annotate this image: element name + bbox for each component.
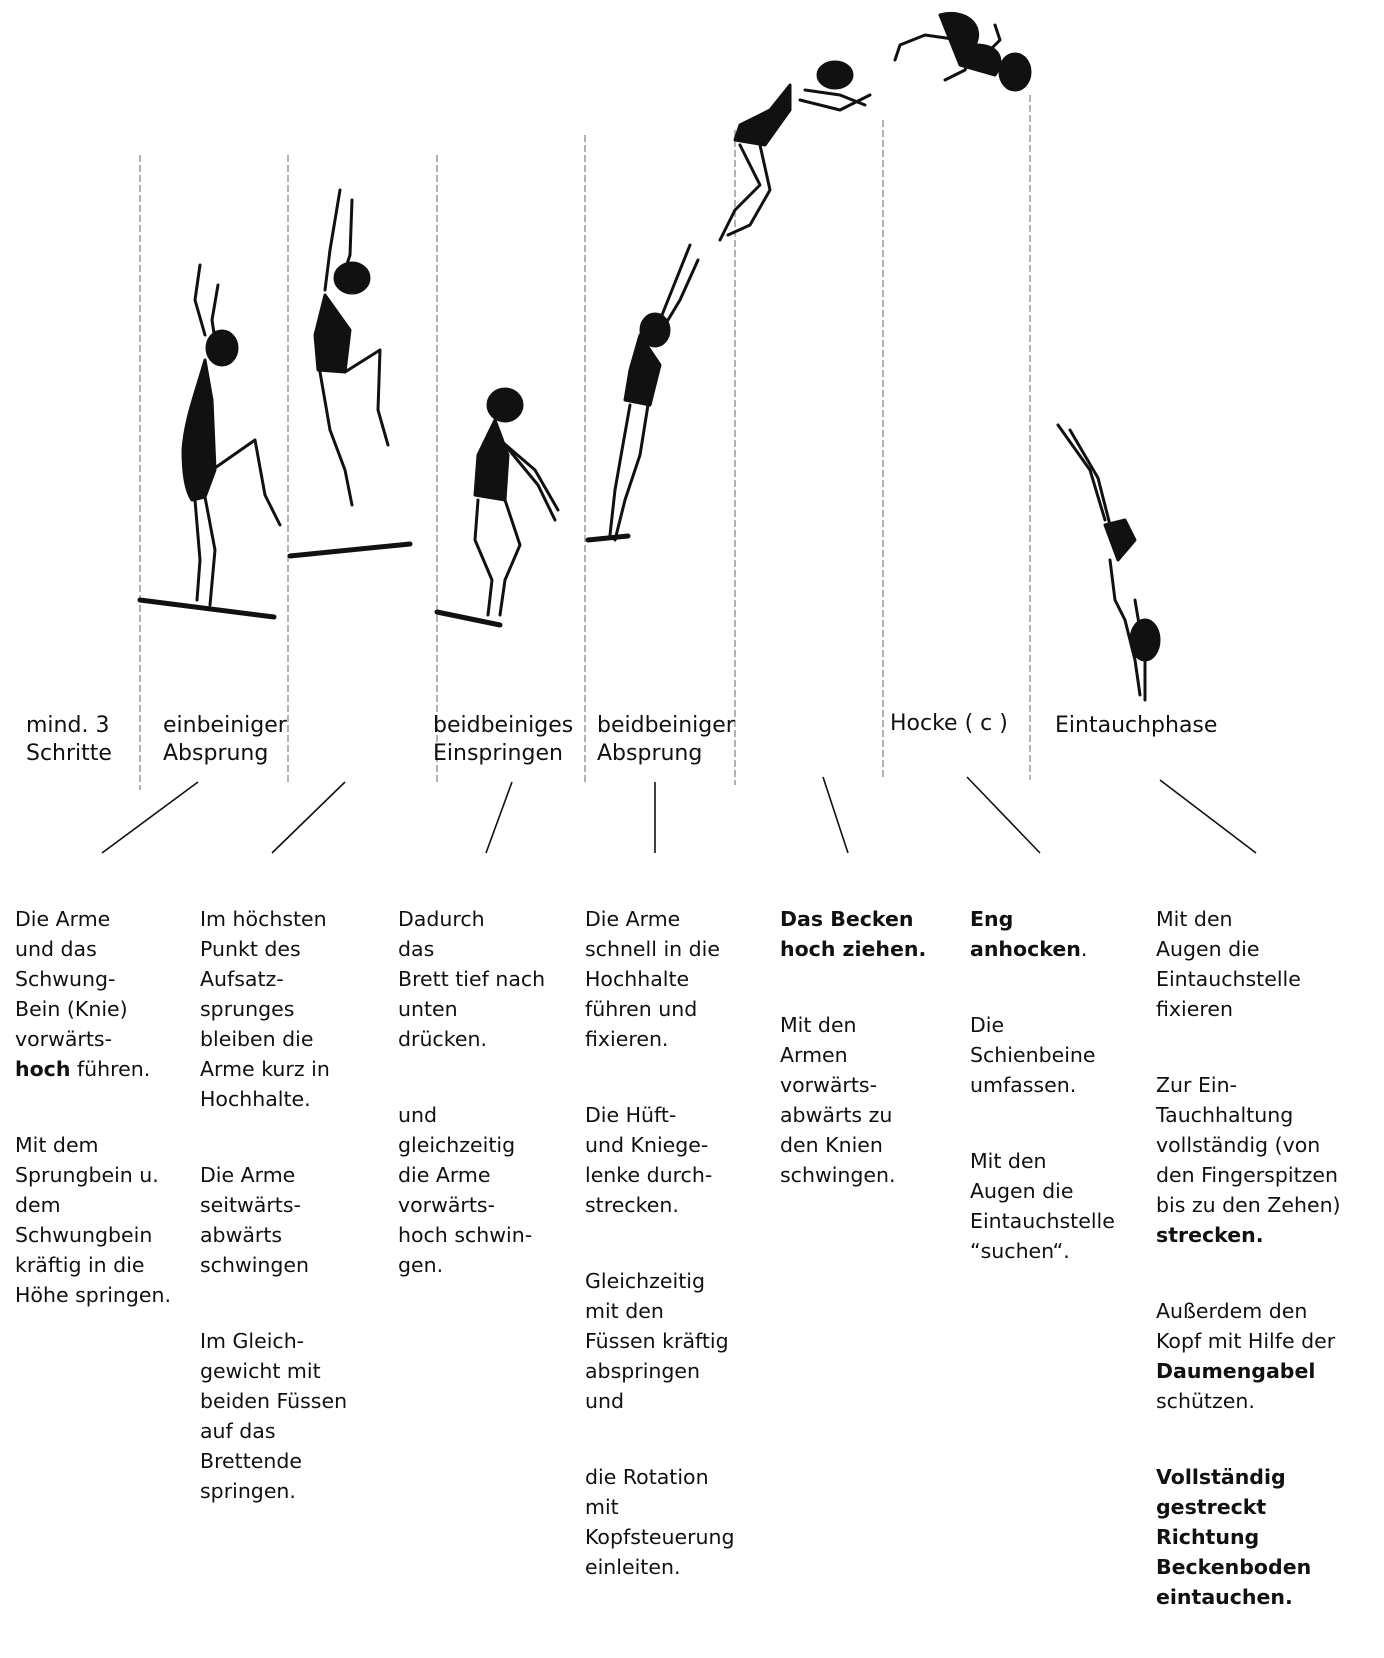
instruction-text-bold: Daumengabel [1156, 1359, 1316, 1383]
instruction-paragraph: Die Schienbeine umfassen. [970, 1010, 1145, 1100]
instruction-text-bold: hoch [15, 1057, 71, 1081]
instruction-paragraph: Dadurch das Brett tief nach unten drücke… [398, 904, 573, 1054]
instruction-paragraph: Mit den Augen die Eintauchstelle fixiere… [1156, 904, 1376, 1024]
instruction-text: Im Gleich- gewicht mit beiden Füssen auf… [200, 1329, 348, 1503]
instruction-text: Die Arme und das Schwung- Bein (Knie) vo… [15, 907, 128, 1051]
instruction-paragraph: Mit dem Sprungbein u. dem Schwungbein kr… [15, 1130, 195, 1310]
instruction-text: Dadurch das Brett tief nach unten drücke… [398, 907, 546, 1051]
instruction-paragraph: Eng anhocken. [970, 904, 1145, 964]
instruction-paragraph: Zur Ein- Tauchhaltung vollständig (von d… [1156, 1070, 1376, 1250]
instruction-paragraph: Im höchsten Punkt des Aufsatz- sprunges … [200, 904, 380, 1114]
instruction-text: Mit dem Sprungbein u. dem Schwungbein kr… [15, 1133, 172, 1307]
instruction-paragraph: und gleichzeitig die Arme vorwärts- hoch… [398, 1100, 573, 1280]
instruction-text-bold: Vollständig gestreckt Richtung Beckenbod… [1156, 1465, 1312, 1609]
instruction-text: schützen. [1156, 1389, 1255, 1413]
connector-lines [101, 776, 1257, 854]
instruction-text: die Rotation mit Kopfsteuerung einleiten… [585, 1465, 735, 1579]
instruction-column-1: Die Arme und das Schwung- Bein (Knie) vo… [15, 874, 195, 1356]
instruction-paragraph: die Rotation mit Kopfsteuerung einleiten… [585, 1462, 765, 1582]
instruction-text: Im höchsten Punkt des Aufsatz- sprunges … [200, 907, 330, 1111]
instruction-text: und gleichzeitig die Arme vorwärts- hoch… [398, 1103, 533, 1277]
instruction-text: . [1080, 937, 1088, 961]
instruction-column-2: Im höchsten Punkt des Aufsatz- sprunges … [200, 874, 380, 1552]
phase-label-anlauf: mind. 3 Schritte [26, 713, 112, 766]
instruction-text: Die Arme seitwärts- abwärts schwingen [200, 1163, 310, 1277]
instruction-paragraph: Vollständig gestreckt Richtung Beckenbod… [1156, 1462, 1376, 1612]
diving-sequence-illustration [101, 12, 1257, 854]
instruction-text: Die Arme schnell in die Hochhalte führen… [585, 907, 720, 1051]
instruction-paragraph: Gleichzeitig mit den Füssen kräftig absp… [585, 1266, 765, 1416]
instruction-text: Gleichzeitig mit den Füssen kräftig absp… [585, 1269, 729, 1413]
instruction-text-bold: strecken. [1156, 1223, 1264, 1247]
diver-figure-5 [718, 60, 872, 242]
instruction-text-bold: Eng anhocken [970, 907, 1081, 961]
instruction-paragraph: Die Arme und das Schwung- Bein (Knie) vo… [15, 904, 195, 1084]
instruction-paragraph: Mit den Armen vorwärts- abwärts zu den K… [780, 1010, 955, 1190]
separator-lines [139, 95, 1031, 790]
instruction-column-3: Dadurch das Brett tief nach unten drücke… [398, 874, 573, 1326]
instruction-paragraph: Die Arme seitwärts- abwärts schwingen [200, 1160, 380, 1280]
instruction-paragraph: Mit den Augen die Eintauchstelle “suchen… [970, 1146, 1145, 1266]
diver-figure-4 [608, 243, 700, 542]
phase-label-eintauch: Eintauchphase [1055, 713, 1218, 738]
diver-figure-2 [313, 188, 390, 507]
instruction-text: Mit den Augen die Eintauchstelle “suchen… [970, 1149, 1115, 1263]
instruction-text-bold: Das Becken hoch ziehen. [780, 907, 927, 961]
phase-label-beidbeinig: beidbeiniger Absprung [597, 713, 735, 766]
diver-figure-1 [181, 263, 282, 607]
instruction-text: Außerdem den Kopf mit Hilfe der [1156, 1299, 1336, 1353]
instruction-text: Die Hüft- und Kniege- lenke durch- strec… [585, 1103, 713, 1217]
instruction-paragraph: Das Becken hoch ziehen. [780, 904, 955, 964]
instruction-column-7: Mit den Augen die Eintauchstelle fixiere… [1156, 874, 1376, 1658]
instruction-column-4: Die Arme schnell in die Hochhalte führen… [585, 874, 765, 1628]
phase-label-einspringen: beidbeiniges Einspringen [433, 713, 574, 766]
instruction-text: Die Schienbeine umfassen. [970, 1013, 1096, 1097]
instruction-paragraph: Die Hüft- und Kniege- lenke durch- strec… [585, 1100, 765, 1220]
instruction-text: Zur Ein- Tauchhaltung vollständig (von d… [1156, 1073, 1341, 1217]
instruction-text: Mit den Augen die Eintauchstelle fixiere… [1156, 907, 1301, 1021]
instruction-paragraph: Außerdem den Kopf mit Hilfe der Daumenga… [1156, 1296, 1376, 1416]
phase-label-einbeinig: einbeiniger Absprung [163, 713, 287, 766]
instruction-column-6: Eng anhocken. Die Schienbeine umfassen. … [970, 874, 1145, 1312]
instruction-text: Mit den Armen vorwärts- abwärts zu den K… [780, 1013, 896, 1187]
instruction-paragraph: Im Gleich- gewicht mit beiden Füssen auf… [200, 1326, 380, 1506]
instruction-paragraph: Die Arme schnell in die Hochhalte führen… [585, 904, 765, 1054]
diver-figure-3 [473, 387, 560, 617]
diver-figure-7 [1056, 423, 1161, 702]
diving-boards [137, 533, 631, 628]
phase-label-hocke: Hocke ( c ) [890, 711, 1008, 736]
diver-figure-6 [893, 12, 1032, 92]
instruction-text: führen. [70, 1057, 151, 1081]
instruction-column-5: Das Becken hoch ziehen. Mit den Armen vo… [780, 874, 955, 1236]
